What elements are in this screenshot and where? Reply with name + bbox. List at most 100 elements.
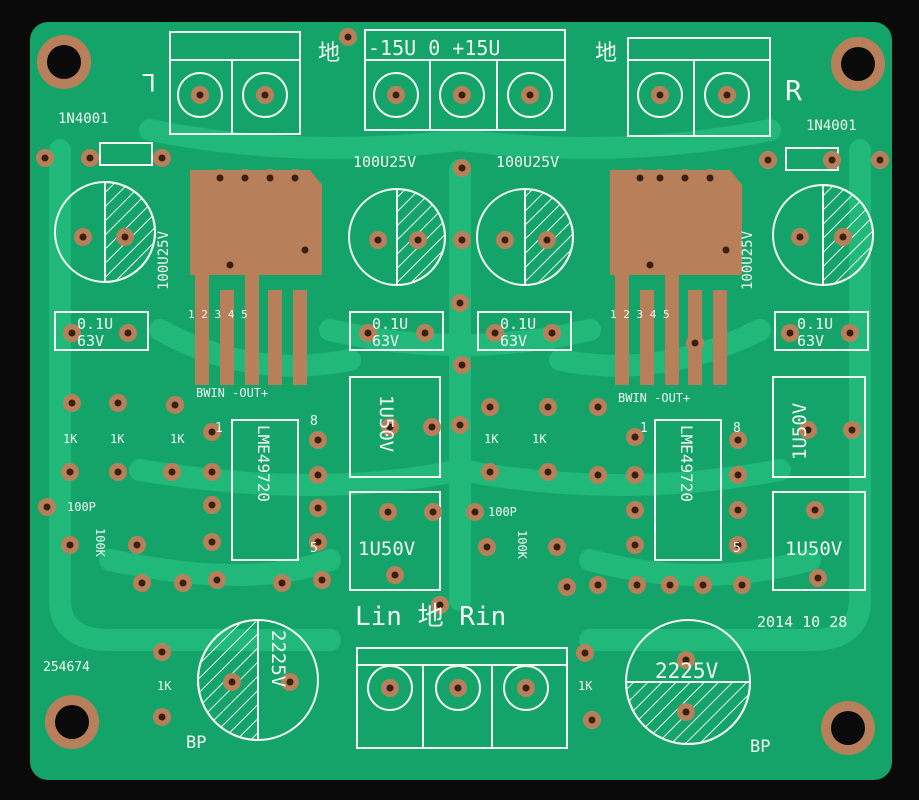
power-label: -15U 0 +15U	[368, 36, 500, 60]
pad-hole	[428, 423, 436, 431]
pad-hole	[208, 468, 216, 476]
pad-hole	[594, 581, 602, 589]
pad-hole	[133, 541, 141, 549]
bypass-cap-4-value: 0.1U	[797, 315, 833, 333]
res-label-3: 1K	[170, 432, 185, 446]
pad-hole	[124, 329, 132, 337]
pad-hole	[454, 684, 462, 692]
pad-hole	[796, 233, 804, 241]
film-cap-label-2: 1U50V	[358, 538, 415, 560]
pad-hole	[314, 504, 322, 512]
pad-hole	[501, 236, 509, 244]
pad-hole	[208, 428, 216, 436]
pad-hole	[828, 156, 836, 164]
component-outlines	[54, 142, 869, 591]
pad-hole	[734, 506, 742, 514]
pad-hole	[79, 233, 87, 241]
pad-hole	[68, 399, 76, 407]
pad-hole	[68, 329, 76, 337]
pad-hole	[216, 174, 224, 182]
date-label: 2014 10 28	[757, 613, 847, 631]
pad-hole	[421, 329, 429, 337]
pad-hole	[392, 91, 400, 99]
pad-hole	[491, 329, 499, 337]
pad-hole	[846, 329, 854, 337]
pad-hole	[364, 329, 372, 337]
pad-hole	[158, 154, 166, 162]
pad-hole	[314, 538, 322, 546]
pad-hole	[278, 579, 286, 587]
pad-hole	[548, 329, 556, 337]
pad-hole	[594, 471, 602, 479]
pad-hole	[179, 579, 187, 587]
big-cap-label-right: 2225V	[655, 659, 719, 683]
pad-hole	[386, 423, 394, 431]
res-label-6: 1K	[157, 679, 172, 693]
pad-hole	[563, 583, 571, 591]
res-label-2: 1K	[110, 432, 125, 446]
reg-pinout-left: BWIN -OUT+	[196, 386, 268, 400]
pad-hole	[386, 684, 394, 692]
pad-hole	[66, 468, 74, 476]
pad-hole	[786, 329, 794, 337]
terminal-block-input	[356, 647, 568, 749]
pad-hole	[213, 576, 221, 584]
pad-hole	[314, 471, 322, 479]
input-label: Lin 地 Rin	[355, 602, 506, 632]
pad-hole	[722, 246, 730, 254]
pad-hole	[158, 648, 166, 656]
res-label-4: 1K	[484, 432, 499, 446]
pin5-label-right: 5	[733, 541, 741, 556]
pad-hole	[458, 164, 466, 172]
pad-hole	[486, 403, 494, 411]
bp-label-left: BP	[186, 733, 206, 753]
pad-hole	[483, 543, 491, 551]
pad-hole	[631, 471, 639, 479]
opamp-label-right: LME49720	[677, 425, 696, 502]
bypass-cap-3-voltage: 63V	[500, 332, 527, 350]
pad-hole	[114, 399, 122, 407]
pad-hole	[266, 174, 274, 182]
silkscreen-labels: -15U 0 +15U 地 地 L R 1N4001 1N4001 100U25…	[43, 36, 857, 757]
pad-hole	[691, 339, 699, 347]
pad-hole	[458, 236, 466, 244]
pad-hole	[114, 468, 122, 476]
opamp-label-left: LME49720	[254, 425, 273, 502]
serial-label: 254674	[43, 660, 90, 675]
cap-side-label-right: 100U25V	[740, 230, 756, 290]
pad-hole	[391, 571, 399, 579]
pad-hole	[158, 713, 166, 721]
pad-hole	[588, 716, 596, 724]
pad-hole	[544, 468, 552, 476]
right-channel-mark: R	[785, 74, 802, 107]
terminal-block-right	[627, 37, 771, 137]
cap-top-label-2: 100U25V	[496, 153, 559, 171]
pad-hole	[646, 261, 654, 269]
pad-hole	[848, 426, 856, 434]
pin1-label-left: 1	[215, 421, 223, 436]
pin5-label-left: 5	[310, 541, 318, 556]
pad-hole	[631, 433, 639, 441]
bypass-cap-1-value: 0.1U	[77, 315, 113, 333]
pad-hole	[631, 541, 639, 549]
pad-hole	[344, 33, 352, 41]
pad-hole	[168, 468, 176, 476]
pad-hole	[636, 174, 644, 182]
bypass-cap-4-voltage: 63V	[797, 332, 824, 350]
diode-label-right: 1N4001	[806, 118, 857, 134]
terminal-block-power	[364, 29, 566, 131]
pad-hole	[543, 236, 551, 244]
bypass-cap-1-voltage: 63V	[77, 332, 104, 350]
cap-100p-label-right: 100P	[488, 505, 517, 519]
pad-hole	[41, 154, 49, 162]
terminal-block-left	[169, 31, 301, 135]
pad-hole	[429, 508, 437, 516]
pad-hole	[196, 91, 204, 99]
pad-hole	[208, 501, 216, 509]
pad-hole	[456, 421, 464, 429]
cap-side-label-left: 100U25V	[156, 230, 172, 290]
mounting-holes	[37, 35, 885, 755]
pad-hole	[706, 174, 714, 182]
pad-hole	[764, 156, 772, 164]
cap-top-label-1: 100U25V	[353, 153, 416, 171]
